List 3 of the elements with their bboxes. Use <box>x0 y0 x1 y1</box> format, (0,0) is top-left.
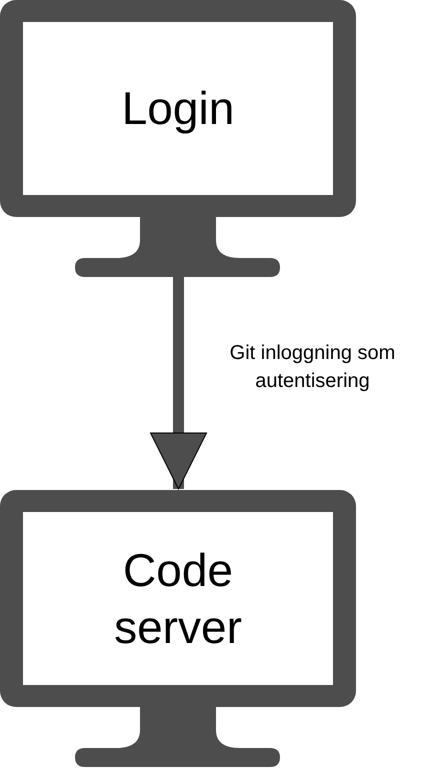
screen-label: Code server <box>113 542 243 654</box>
screen-label: Login <box>122 81 234 136</box>
arrow <box>150 277 207 490</box>
